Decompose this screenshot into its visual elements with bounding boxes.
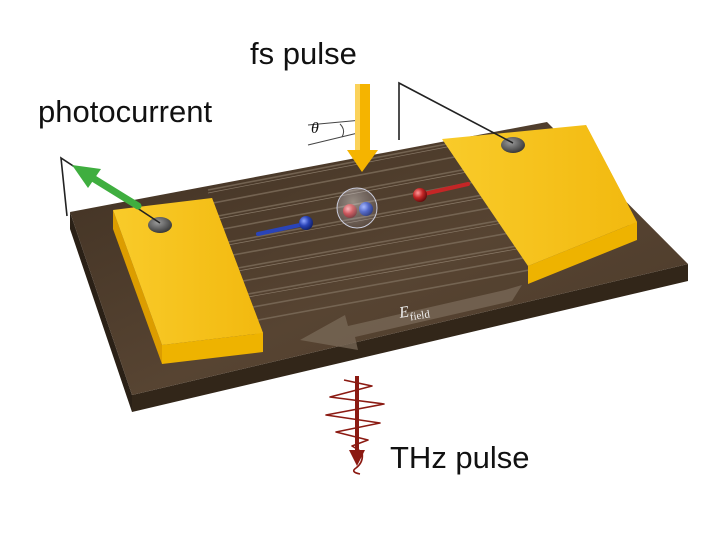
left-electrode: [113, 198, 263, 364]
photocurrent-arrow: [72, 165, 142, 210]
theta-label: θ: [311, 120, 319, 137]
hole-trail: [422, 182, 470, 196]
right-electrode: [442, 125, 637, 284]
substrate-front-face: [70, 212, 132, 412]
right-contact-pad: [501, 137, 525, 153]
left-contact-pad: [148, 217, 172, 233]
left-electrode-front: [113, 210, 162, 364]
thz-pulse-label: THz pulse: [390, 440, 530, 475]
photocurrent-label: photocurrent: [38, 94, 213, 129]
thz-pulse: [325, 376, 385, 475]
theta-angle-marker: [307, 119, 363, 146]
exciton: [336, 187, 378, 229]
electron-trail: [256, 223, 302, 236]
right-electrode-top: [442, 125, 637, 266]
right-electrode-front: [528, 222, 637, 284]
efield-arrow: [300, 285, 522, 350]
substrate-side-face: [132, 264, 688, 412]
hole: [413, 188, 427, 202]
fs-pulse-label: fs pulse: [250, 36, 357, 71]
right-wire: [398, 81, 514, 144]
electron: [299, 216, 313, 230]
nanowire-array: [207, 142, 579, 321]
left-electrode-top: [113, 198, 263, 345]
fs-pulse-arrow: [347, 84, 378, 172]
exciton-bubble: [336, 187, 378, 229]
left-electrode-bottom-front: [162, 333, 263, 364]
